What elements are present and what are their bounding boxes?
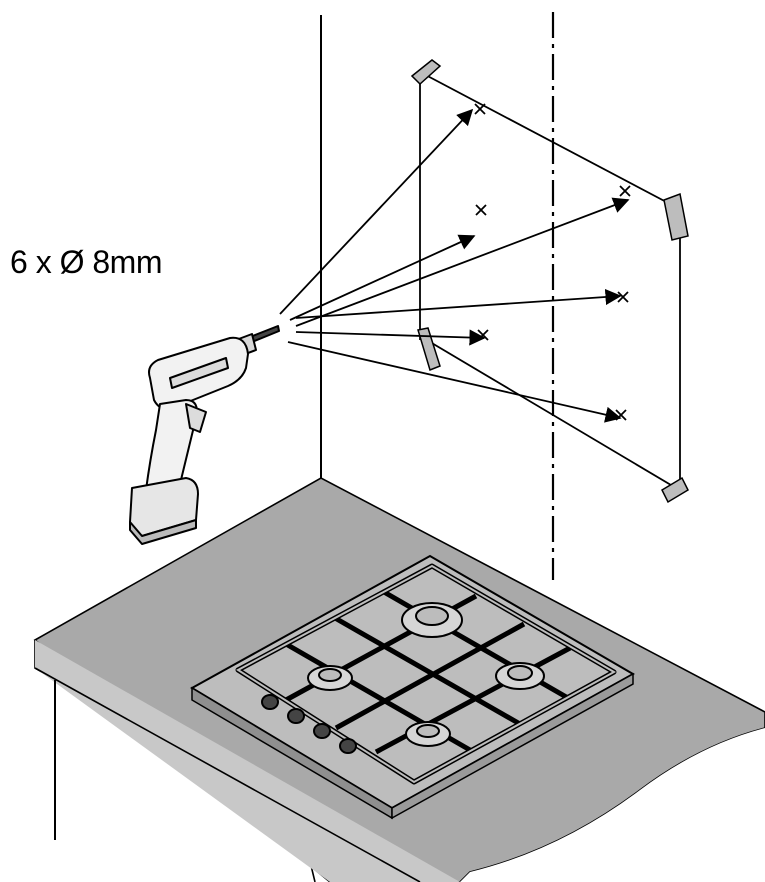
- hob-right-lip: [391, 672, 634, 820]
- template-outline: [419, 71, 681, 490]
- tape-bottom-right: [661, 476, 689, 504]
- arrow-hole-2: [289, 234, 476, 321]
- arrow-hole-1: [279, 108, 474, 315]
- worktop-edge-line: [34, 667, 421, 882]
- tape-right-top: [663, 192, 689, 241]
- arrow-hole-5: [295, 329, 486, 346]
- drill-battery-base: [129, 519, 197, 545]
- burners: [307, 602, 545, 747]
- hole-marker-1: [474, 103, 486, 115]
- hole-marker-4: [617, 291, 629, 303]
- drill-hole-spec-label: 6 x Ø 8mm: [10, 244, 162, 280]
- worktop-front-face: [35, 640, 460, 882]
- burner-front-cap: [416, 724, 440, 738]
- knob-4: [339, 738, 357, 754]
- burner-large-cap: [415, 606, 449, 626]
- tape-middle: [417, 327, 441, 372]
- knob-3: [313, 723, 331, 739]
- template-top-edge: [419, 71, 673, 206]
- hole-marker-6: [615, 409, 627, 421]
- power-drill-icon: [129, 325, 280, 545]
- pan-support-bar-5: [334, 621, 526, 731]
- arrow-hole-4: [295, 288, 622, 319]
- pan-support-bar-2: [333, 615, 522, 727]
- worktop-shade: [460, 728, 765, 882]
- gas-hob-icon: [189, 554, 636, 820]
- burner-left-cap: [318, 668, 342, 682]
- arrow-hole-3: [295, 197, 630, 327]
- arrow-hole-6: [287, 341, 622, 423]
- drill-body-grip-detail: [169, 357, 229, 389]
- burner-right-cap: [507, 665, 533, 681]
- hole-marker-3: [619, 185, 631, 197]
- template-bottom-edge: [419, 335, 677, 489]
- tape-top-left: [410, 59, 442, 86]
- hole-marker-2: [475, 204, 487, 216]
- knob-2: [287, 708, 305, 724]
- control-knobs: [261, 694, 357, 754]
- drill-direction-arrows: [279, 108, 630, 423]
- drill-trigger: [185, 403, 207, 433]
- knob-1: [261, 694, 279, 710]
- wall: [320, 12, 555, 580]
- template-tape-icon: [410, 59, 689, 504]
